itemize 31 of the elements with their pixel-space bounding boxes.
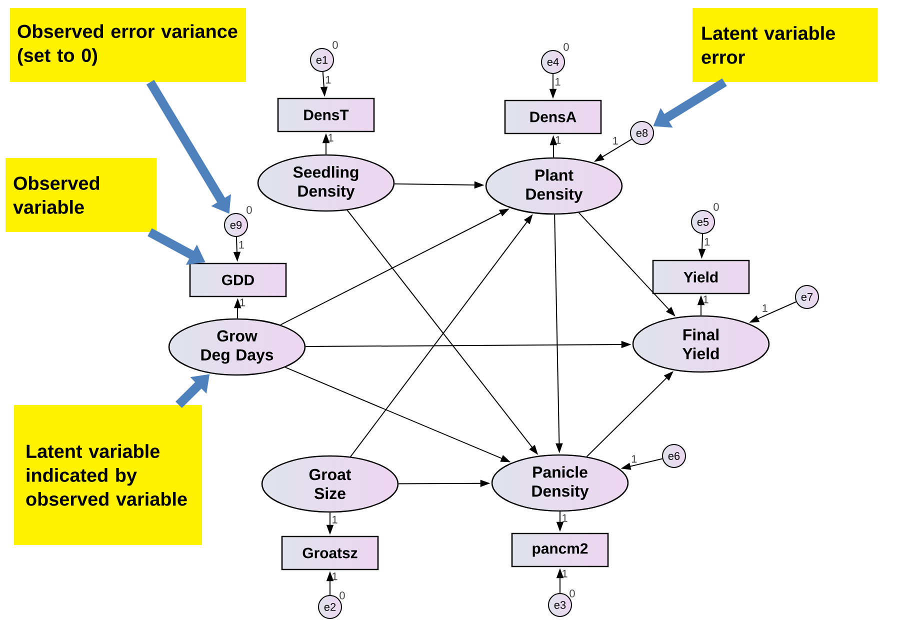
- edge-label: 1: [556, 136, 561, 144]
- edge-label: 1: [613, 136, 618, 144]
- edge-label: 1: [632, 455, 637, 463]
- variance-label: 0: [570, 590, 575, 598]
- edge-label: 1: [762, 304, 768, 312]
- variance-label: 0: [564, 43, 569, 51]
- observed-variable-box: DensT: [277, 98, 375, 132]
- variance-label: 0: [340, 592, 345, 600]
- variance-label: 0: [332, 41, 338, 49]
- observed-variable-box: pancm2: [511, 532, 609, 568]
- edge-label: 1: [328, 134, 334, 142]
- edge-label: 1: [240, 298, 245, 306]
- variance-label: 0: [246, 206, 252, 214]
- variance-label: 0: [714, 203, 719, 211]
- observed-variable-box: GDD: [189, 262, 287, 298]
- edge-label: 1: [332, 516, 338, 524]
- edge-label: 1: [556, 78, 560, 86]
- observed-variable-box: Groatsz: [281, 536, 379, 570]
- observed-variable-box: Yield: [652, 260, 750, 294]
- edge-label: 1: [562, 514, 568, 522]
- edge-label: 1: [704, 238, 710, 246]
- callout-box: Latent variable error: [692, 8, 878, 82]
- edge-label: 1: [332, 572, 338, 580]
- edge-label: 1: [326, 76, 331, 84]
- edge-label: 1: [704, 296, 708, 304]
- callout-box: Observed error variance (set to 0): [10, 8, 246, 82]
- observed-variable-box: DensA: [504, 100, 602, 134]
- edge-label: 1: [239, 240, 244, 249]
- callout-box: Observed variable: [6, 158, 156, 232]
- callout-box: Latent variable indicated by observed variable: [14, 405, 202, 545]
- edge-label: 1: [562, 570, 568, 578]
